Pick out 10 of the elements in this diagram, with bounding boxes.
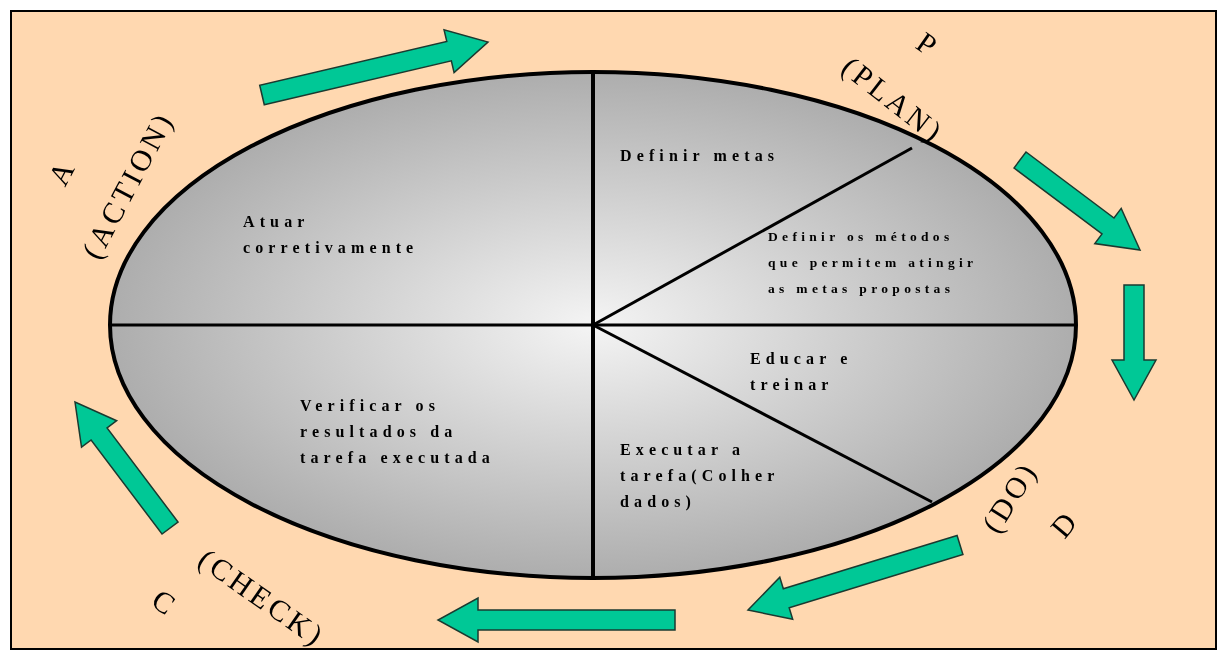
sector-text: Educar e treinar bbox=[750, 349, 854, 395]
phase-label: C bbox=[146, 583, 184, 623]
sector-text: Verificar os resultados da tarefa executada bbox=[300, 396, 496, 468]
phase-label: P bbox=[911, 26, 945, 64]
sector-text: Definir metas bbox=[620, 146, 781, 166]
phase-label: A bbox=[42, 153, 82, 191]
phase-label: D bbox=[1045, 504, 1085, 544]
sector-text: Atuar corretivamente bbox=[243, 212, 420, 258]
sector-text: Executar a tarefa(Colher dados) bbox=[620, 440, 781, 513]
sector-text: Definir os métodos que permitem atingir as metas propostas bbox=[768, 228, 979, 298]
